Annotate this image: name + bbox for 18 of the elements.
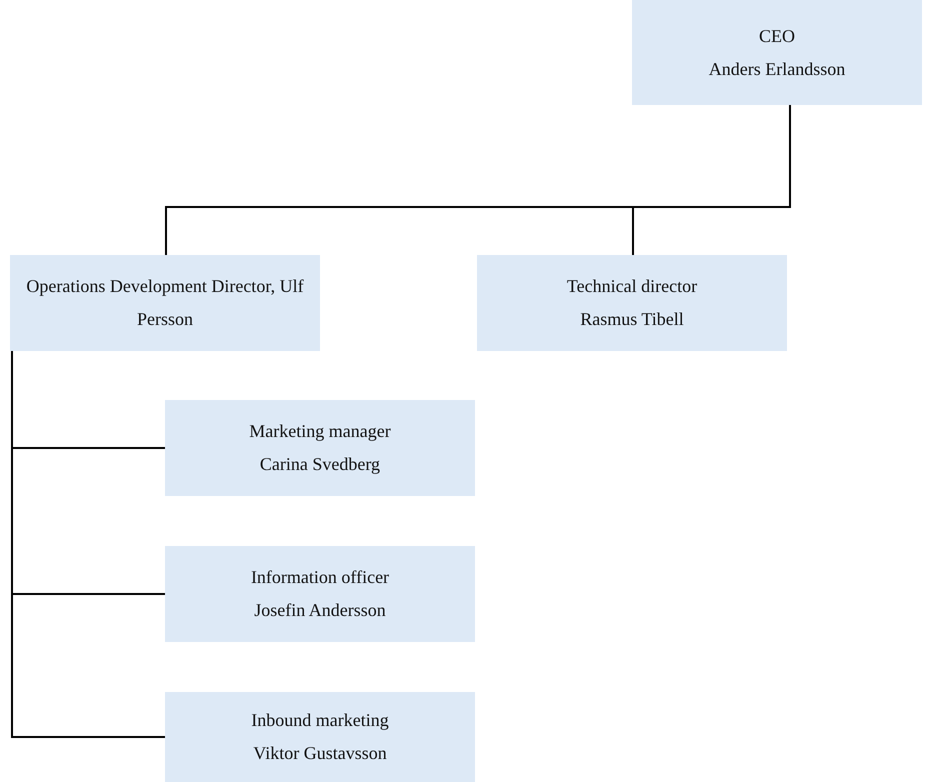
- person-name: Josefin Andersson: [254, 599, 386, 622]
- job-title: Technical director: [566, 275, 698, 298]
- connector-line: [632, 105, 791, 255]
- job-title: Inbound marketing: [251, 709, 389, 732]
- job-title: Marketing manager: [249, 420, 391, 443]
- position-box: [10, 255, 320, 351]
- position-box: [165, 546, 475, 642]
- person-name: Rasmus Tibell: [580, 308, 684, 331]
- position-box: [165, 692, 475, 782]
- person-name: Anders Erlandsson: [708, 58, 846, 80]
- person-name: Viktor Gustavsson: [253, 742, 387, 765]
- person-name: Carina Svedberg: [260, 453, 380, 476]
- position-box: [477, 255, 787, 351]
- job-title: Information officer: [250, 566, 390, 589]
- job-title: Operations Development Director, Ulf Persson: [25, 275, 305, 331]
- job-title: CEO: [759, 24, 795, 48]
- position-box: [165, 400, 475, 496]
- position-box: [632, 0, 922, 105]
